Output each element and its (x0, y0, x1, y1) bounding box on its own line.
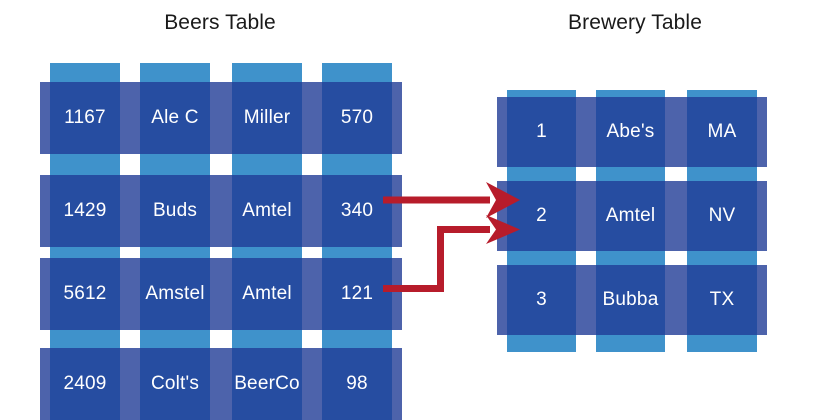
table-cell: 5612 (63, 283, 107, 304)
beers-table-title: Beers Table (164, 11, 276, 34)
relationship-arrow-2-shaft-vertical (437, 226, 444, 292)
table-cell: 121 (340, 283, 374, 304)
table-cell: 2 (536, 205, 547, 226)
table-cell: Amstel (145, 283, 205, 304)
brewery-table-title: Brewery Table (568, 11, 702, 34)
table-cell: Miller (243, 107, 291, 128)
table-cell: 1429 (63, 200, 107, 221)
table-cell: 340 (340, 200, 374, 221)
table-cell: 98 (346, 373, 368, 394)
table-cell: Amtel (242, 200, 292, 221)
table-cell: TX (709, 289, 735, 310)
table-cell: Amtel (242, 283, 292, 304)
table-cell: 2409 (63, 373, 107, 394)
table-cell: Colt's (150, 373, 200, 394)
table-cell: 3 (536, 289, 547, 310)
beers-row-band-3 (40, 258, 402, 330)
table-cell: 570 (340, 107, 374, 128)
relationship-arrow-2-shaft-top (437, 226, 490, 233)
table-cell: 1167 (64, 107, 106, 128)
beers-row-band-4 (40, 348, 402, 420)
table-cell: 1 (536, 121, 547, 142)
beers-row-band-2 (40, 175, 402, 247)
brewery-row-band-1 (497, 97, 767, 167)
brewery-row-band-2 (497, 181, 767, 251)
table-cell: Buds (152, 200, 198, 221)
table-cell: NV (708, 205, 736, 226)
table-cell: Bubba (602, 289, 659, 310)
beers-row-band-1 (40, 82, 402, 154)
table-cell: BeerCo (234, 373, 300, 394)
table-cell: Abe's (606, 121, 655, 142)
table-cell: MA (707, 121, 737, 142)
brewery-row-band-3 (497, 265, 767, 335)
table-cell: Amtel (605, 205, 656, 226)
table-cell: Ale C (151, 107, 199, 128)
